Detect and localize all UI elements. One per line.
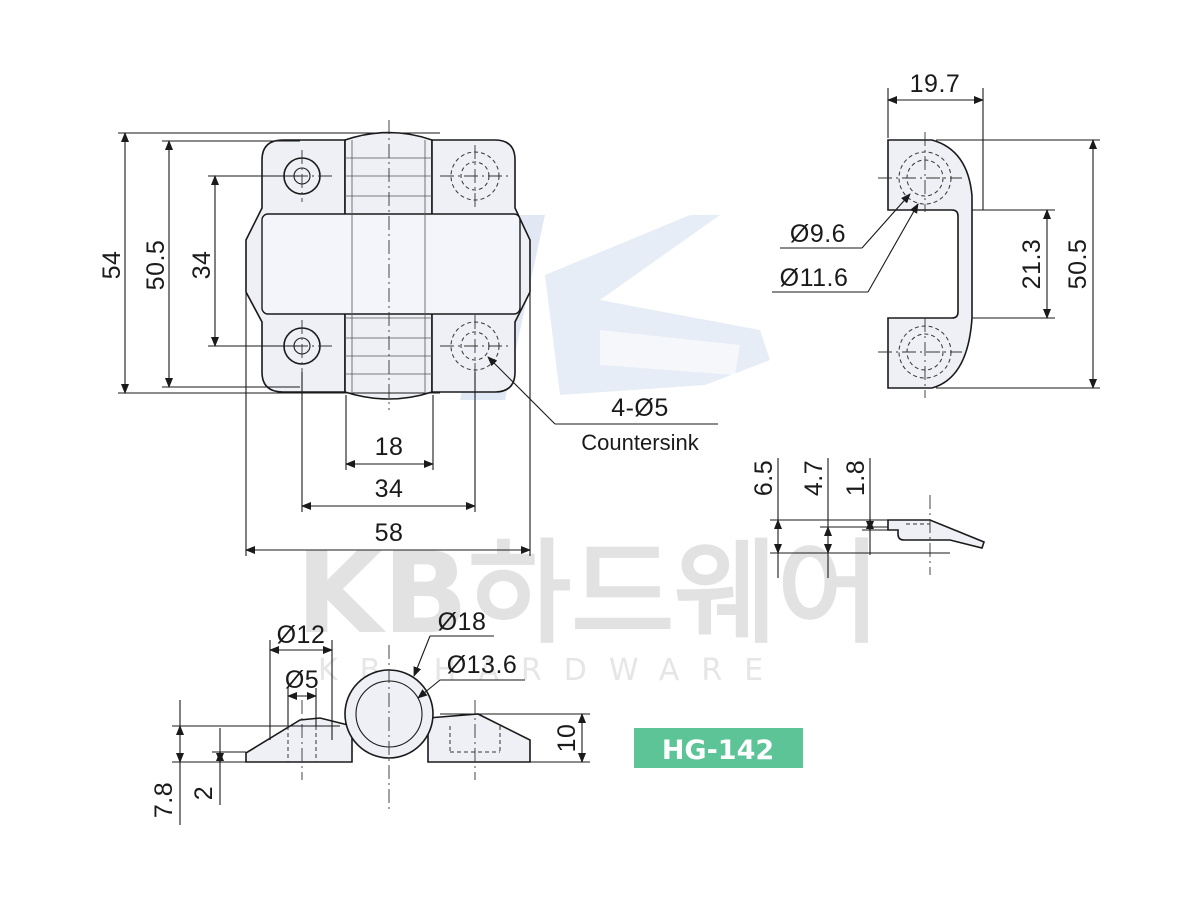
countersink-leader-diagonal: [487, 356, 556, 425]
leaf-profile: [887, 519, 985, 549]
d13-6-leader-diagonal: [417, 679, 441, 699]
d9-6-leader-diagonal: [861, 193, 911, 249]
front-centerlines: [270, 120, 510, 410]
dim-side-50-5-label: 50.5: [1064, 239, 1092, 290]
dim-1-8-label: 1.8: [842, 460, 870, 496]
bottom-view: Ø12 Ø5 Ø18 Ø13.6 10 7.8 2: [150, 608, 590, 825]
front-extension-lines: [118, 132, 440, 394]
d9-6-label: Ø9.6: [790, 220, 846, 248]
dim-21-3-label: 21.3: [1018, 239, 1046, 290]
bottom-left-leaf: [245, 717, 353, 763]
dim-34-horizontal-label: 34: [375, 475, 404, 503]
dim-10-label: 10: [553, 724, 581, 753]
dim-d18-label: Ø18: [438, 608, 487, 636]
dim-2-label: 2: [190, 786, 218, 800]
knuckle-grooves: [345, 140, 432, 392]
dim-58-label: 58: [375, 519, 404, 547]
dim-d12-label: Ø12: [277, 621, 326, 649]
dim-d5-label: Ø5: [285, 666, 319, 694]
dim-54-label: 54: [98, 251, 126, 280]
model-badge: HG-142: [634, 728, 803, 768]
dim-34-vertical-label: 34: [188, 251, 216, 280]
dim-d13-6-label: Ø13.6: [447, 651, 518, 679]
front-horizontal-extension-lines: [245, 292, 531, 556]
countersink-callout: 4-Ø5: [611, 394, 669, 422]
d18-leader-diagonal: [413, 635, 431, 677]
dim-6-5-label: 6.5: [750, 460, 778, 496]
d11-6-leader-diagonal: [867, 203, 919, 293]
bottom-right-leaf: [427, 713, 531, 763]
leaf-thickness-view: 6.5 4.7 1.8: [750, 458, 985, 578]
dim-50-5-label: 50.5: [142, 240, 170, 291]
dim-18-label: 18: [375, 433, 404, 461]
dim-19-7-label: 19.7: [910, 70, 961, 98]
side-centerlines: [878, 132, 962, 398]
side-view: 19.7 21.3 50.5 Ø9.6 Ø11.6: [772, 70, 1100, 398]
dim-4-7-label: 4.7: [800, 460, 828, 496]
countersink-note: Countersink: [581, 430, 699, 455]
watermark-brand: KB하드웨어: [296, 529, 880, 659]
model-code: HG-142: [662, 735, 774, 766]
front-center-plate: [261, 213, 521, 315]
front-view: 54 50.5 34 18 34 58 4-Ø5 Countersink: [98, 120, 718, 556]
d11-6-label: Ø11.6: [780, 264, 849, 292]
model-badge-background: [634, 728, 803, 768]
dim-7-8-label: 7.8: [150, 782, 178, 818]
side-profile: [887, 139, 973, 389]
bottom-centerlines: [301, 645, 476, 812]
